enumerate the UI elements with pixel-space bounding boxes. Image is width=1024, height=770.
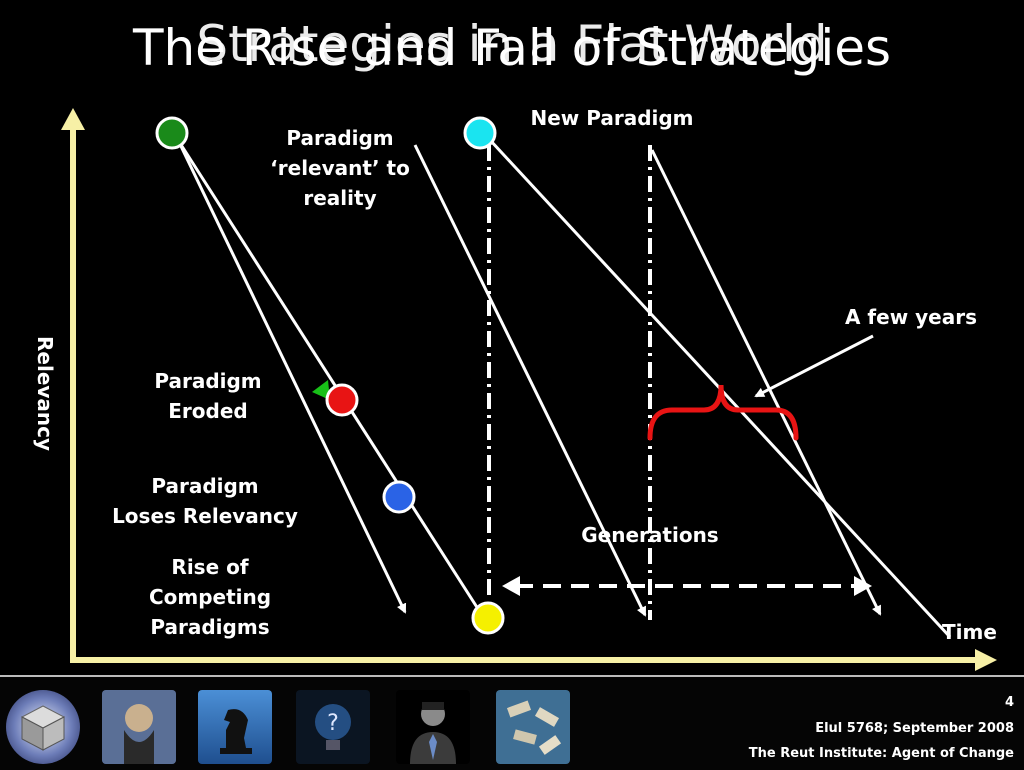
dot-green-origin xyxy=(155,116,189,150)
x-axis xyxy=(70,649,997,671)
paradigm-diagram xyxy=(61,108,997,671)
portrait-icon xyxy=(102,690,176,764)
dot-red-eroded xyxy=(325,383,359,417)
rubiks-cube-icon xyxy=(6,690,80,764)
few-years-brace xyxy=(647,384,799,441)
footer-org: The Reut Institute: Agent of Change xyxy=(748,746,1014,761)
x-axis-arrowhead xyxy=(975,649,997,671)
puzzle-pieces-icon xyxy=(496,690,570,764)
y-axis-label: Relevancy xyxy=(33,336,57,452)
generations-arrow-left-head xyxy=(502,576,520,596)
decline-line-relevant xyxy=(413,144,647,617)
label-generations: Generations xyxy=(581,523,719,547)
generations-arrow-right-head xyxy=(854,576,872,596)
decline-line-few-years xyxy=(650,149,882,616)
eroded-pointer-icon xyxy=(312,380,330,400)
y-axis-arrowhead xyxy=(61,108,85,130)
svg-text:?: ? xyxy=(327,711,339,736)
slide-title-overlay: Strategies in a Flat World xyxy=(196,15,828,73)
chess-knight-icon xyxy=(198,690,272,764)
generations-arrow xyxy=(502,576,872,596)
businessman-icon xyxy=(396,690,470,764)
label-a-few-years: A few years xyxy=(844,305,977,329)
slide-title: The Rise and Fall of Strategies xyxy=(132,19,892,77)
y-axis xyxy=(61,108,85,660)
few-years-pointer-arrow xyxy=(754,334,874,398)
label-new-paradigm: New Paradigm xyxy=(530,106,694,130)
lightbulb-question-icon: ? xyxy=(296,690,370,764)
decline-line-competing xyxy=(176,139,407,614)
page-number: 4 xyxy=(1004,695,1014,710)
dot-yellow-competing xyxy=(471,601,505,635)
dot-blue-loses-relevancy xyxy=(382,480,416,514)
dot-cyan-new-paradigm xyxy=(463,116,497,150)
x-axis-label: Time xyxy=(942,620,997,644)
decline-line-old-paradigm xyxy=(176,139,482,613)
footer-date: Elul 5768; September 2008 xyxy=(815,721,1014,736)
